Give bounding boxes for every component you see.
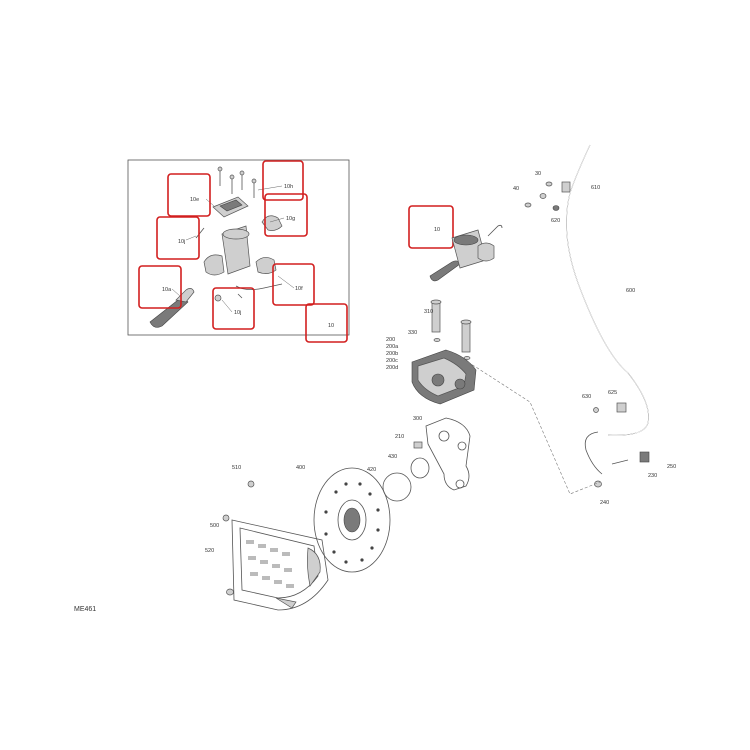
- diagram-reference-code: ME461: [74, 606, 96, 613]
- label-600: 600: [626, 288, 635, 294]
- label-240: 240: [600, 500, 609, 506]
- label-230: 230: [648, 473, 657, 479]
- inset-label-10f: 10f: [295, 286, 303, 292]
- label-250: 250: [667, 464, 676, 470]
- inset-label-10j-lower: 10j: [234, 310, 241, 316]
- label-30: 30: [535, 171, 541, 177]
- highlight-boxes: [138, 160, 454, 343]
- inset-label-10h: 10h: [284, 184, 293, 190]
- lower-fittings: [593, 402, 650, 488]
- label-500: 500: [210, 523, 219, 529]
- label-330: 330: [408, 330, 417, 336]
- inset-label-10g: 10g: [286, 216, 295, 222]
- disc-guard-plate: [231, 519, 329, 611]
- label-master-10: 10: [434, 227, 440, 233]
- label-625: 625: [608, 390, 617, 396]
- inset-label-10a: 10a: [162, 287, 172, 293]
- label-210: 210: [395, 434, 404, 440]
- seal-ring-420: [382, 472, 412, 502]
- inset-label-10j-upper: 10j: [178, 239, 185, 245]
- upper-fittings: [524, 181, 571, 211]
- brake-disc: [313, 467, 391, 573]
- inset-frame: [127, 159, 350, 336]
- highlight-10[interactable]: [305, 303, 348, 343]
- label-300: 300: [413, 416, 422, 422]
- label-420: 420: [367, 467, 376, 473]
- clamp-upper: [261, 215, 283, 231]
- label-200: 200: [386, 337, 395, 343]
- label-200b: 200b: [386, 351, 398, 357]
- inset-label-10e: 10e: [190, 197, 199, 203]
- highlight-10f[interactable]: [272, 263, 315, 306]
- ring-430: [410, 457, 430, 479]
- label-200a: 200a: [386, 344, 399, 350]
- label-510: 510: [232, 465, 241, 471]
- label-310: 310: [424, 309, 433, 315]
- master-cylinder-assembly: [429, 224, 503, 282]
- caliper-pins: [430, 299, 472, 360]
- knuckle-bracket: [425, 417, 471, 491]
- cover-screws: [217, 166, 257, 198]
- label-430: 430: [388, 454, 397, 460]
- highlight-10e[interactable]: [167, 173, 211, 217]
- label-610: 610: [591, 185, 600, 191]
- highlight-10-main[interactable]: [408, 205, 454, 249]
- highlight-10j-lower[interactable]: [212, 287, 255, 330]
- inset-label-10: 10: [328, 323, 334, 329]
- label-200c: 200c: [386, 358, 398, 364]
- highlight-10h[interactable]: [262, 160, 304, 201]
- label-520: 520: [205, 548, 214, 554]
- label-620: 620: [551, 218, 560, 224]
- label-630: 630: [582, 394, 591, 400]
- highlight-10a[interactable]: [138, 265, 182, 309]
- label-400: 400: [296, 465, 305, 471]
- label-40: 40: [513, 186, 519, 192]
- brake-caliper: [411, 349, 477, 405]
- highlight-10g[interactable]: [264, 193, 308, 237]
- clamp-lower: [255, 257, 277, 274]
- brake-lever: [149, 298, 189, 328]
- highlight-10j-upper[interactable]: [156, 216, 200, 260]
- label-200d: 200d: [386, 365, 398, 371]
